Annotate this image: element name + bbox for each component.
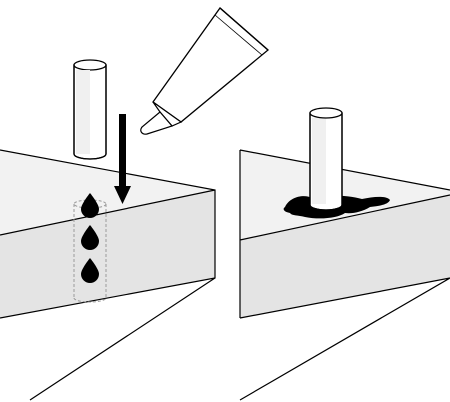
left-block-top-face	[0, 150, 215, 235]
right-block-top-face	[240, 150, 450, 240]
glue-drop-icon	[81, 193, 99, 218]
right-panel	[239, 107, 450, 401]
down-arrow-icon	[114, 114, 131, 204]
right-block-front-face	[240, 195, 450, 318]
left-panel	[0, 7, 270, 401]
glue-tube-icon	[140, 7, 270, 135]
left-block-edges	[0, 149, 216, 401]
right-block-edges	[239, 149, 450, 401]
glue-drop-icon	[81, 225, 99, 250]
left-block-front-face	[0, 190, 215, 318]
dowel-icon	[309, 107, 343, 211]
glue-drop-icon	[81, 258, 99, 283]
dowel-icon	[73, 59, 107, 160]
